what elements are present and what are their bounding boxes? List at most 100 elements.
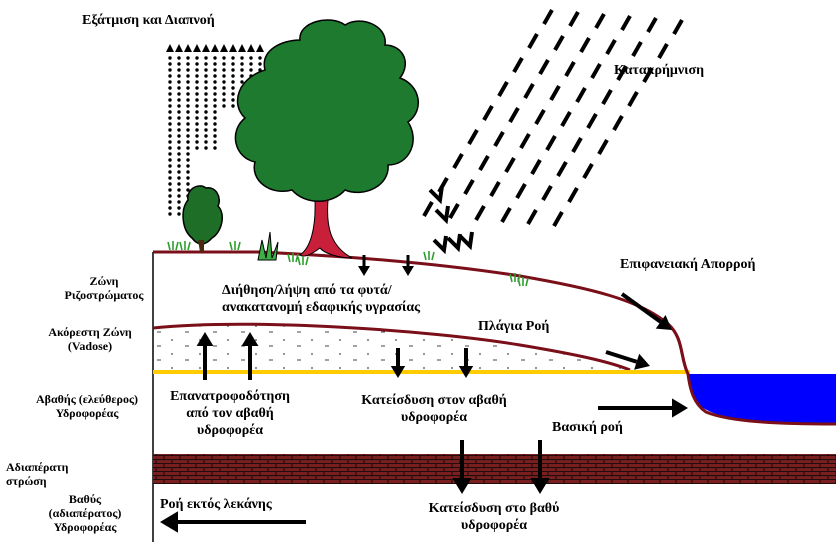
label-percolation-deep: Κατείσδυση στο βαθύ υδροφορέα	[404, 500, 584, 534]
grass-tuft	[167, 241, 179, 251]
vapor-dot	[168, 194, 172, 198]
flow-arrows	[160, 185, 688, 533]
vapor-dot	[213, 104, 217, 108]
vapor-dot	[231, 98, 235, 102]
vapor-dot	[204, 116, 208, 120]
vapor-dot	[195, 110, 199, 114]
label-root-zone-line2: Ριζοστρώματος	[64, 288, 144, 302]
vapor-dot	[186, 170, 190, 174]
vapor-dot	[168, 110, 172, 114]
grass-tuft	[179, 241, 191, 251]
label-percolation-deep-line2: υδροφορέα	[460, 518, 528, 533]
surface-runoff-arrow	[620, 292, 672, 330]
vapor-dot	[195, 128, 199, 132]
label-percolation-shallow-line1: Κατείσδυση στον αβαθή	[361, 393, 507, 408]
vapor-dot	[168, 188, 172, 192]
rain-dash	[560, 111, 572, 127]
vapor-dot	[231, 56, 235, 60]
vapor-dot	[204, 104, 208, 108]
vapor-dot	[195, 86, 199, 90]
base-flow-arrow	[598, 398, 688, 418]
vapor-arrowhead	[184, 44, 192, 52]
vapor-arrowhead	[238, 44, 246, 52]
vapor-dot	[204, 92, 208, 96]
rain-dash	[463, 179, 475, 195]
rain-dash	[567, 187, 579, 203]
rain-dash	[474, 205, 486, 221]
vapor-dot	[168, 206, 172, 210]
vapor-dot	[204, 86, 208, 90]
vapor-dot	[177, 116, 181, 120]
vapor-dot	[186, 74, 190, 78]
vapor-dot	[168, 128, 172, 132]
tree-canopy	[234, 19, 419, 202]
vapor-dot	[186, 62, 190, 66]
rain-dash	[545, 135, 557, 151]
label-lateral-flow: Πλάγια Ροή	[478, 319, 550, 334]
rain-dash	[489, 181, 501, 197]
grass-tuft	[229, 241, 241, 251]
evaporation-arrowheads	[166, 44, 264, 52]
vapor-dot	[168, 68, 172, 72]
vapor-dot	[186, 98, 190, 102]
label-evaporation: Εξάτμιση και Διαπνοή	[82, 13, 215, 28]
vapor-dot	[195, 98, 199, 102]
rain-dash	[605, 39, 617, 55]
vapor-dot	[222, 56, 226, 60]
rain-dash	[482, 105, 494, 121]
label-unsaturated-zone-line1: Ακόρεστη Ζώνη	[48, 325, 132, 339]
vapor-dot	[186, 182, 190, 186]
grass-tuft	[517, 277, 529, 287]
vapor-dot	[177, 56, 181, 60]
label-confining-layer: Αδιαπέρατη στρώση	[6, 460, 68, 488]
grass-tufts	[167, 241, 529, 287]
vapor-dot	[213, 110, 217, 114]
rain-dash	[590, 63, 602, 79]
vapor-dot	[168, 170, 172, 174]
vapor-dot	[249, 62, 253, 66]
rain-dash	[523, 83, 535, 99]
label-shallow-aquifer: Αβαθής (ελεύθερος) Υδροφορέας	[22, 392, 152, 420]
vapor-dot	[186, 110, 190, 114]
vapor-dot	[231, 68, 235, 72]
label-unsaturated-zone-line2: (Vadose)	[67, 339, 113, 353]
label-deep-aquifer: Βαθύς (αδιαπέρατος) Υδροφορέας	[30, 492, 140, 534]
rain-dash	[594, 13, 606, 29]
label-unsaturated-zone: Ακόρεστη Ζώνη (Vadose)	[30, 325, 150, 353]
label-plant-uptake-line1: Διήθηση/λήψη από τα φυτά/	[222, 283, 392, 298]
rain-dash	[571, 137, 583, 153]
rain-dash	[582, 163, 594, 179]
vapor-dot	[177, 146, 181, 150]
grass-clump-icon	[257, 231, 279, 261]
vapor-dot	[186, 92, 190, 96]
label-revap-line3: υδροφορέα	[196, 423, 264, 438]
vapor-dot	[222, 104, 226, 108]
label-shallow-aquifer-line2: Υδροφορέας	[55, 406, 119, 420]
vapor-dot	[204, 134, 208, 138]
rain-dash	[478, 155, 490, 171]
label-revap-line1: Επανατροφοδότηση	[170, 389, 290, 404]
vapor-dot	[204, 146, 208, 150]
vapor-dot	[177, 92, 181, 96]
vapor-dot	[177, 164, 181, 168]
vapor-dot	[231, 92, 235, 96]
rain-dash	[515, 183, 527, 199]
vapor-dot	[195, 134, 199, 138]
vapor-arrowhead	[220, 44, 228, 52]
vapor-dot	[195, 62, 199, 66]
rain-dash	[422, 201, 434, 217]
stream-water	[688, 374, 836, 424]
rain-dash	[493, 131, 505, 147]
label-percolation-shallow: Κατείσδυση στον αβαθή υδροφορέα	[344, 392, 524, 426]
rain-dash	[519, 133, 531, 149]
flow-out-arrow	[160, 511, 306, 533]
vapor-dot	[177, 122, 181, 126]
rain-dash	[538, 59, 550, 75]
vapor-dot	[168, 140, 172, 144]
vapor-arrowhead	[166, 44, 174, 52]
vapor-dot	[213, 80, 217, 84]
vapor-dot	[186, 122, 190, 126]
vapor-dot	[240, 62, 244, 66]
rain-dash	[526, 209, 538, 225]
vapor-dot	[168, 176, 172, 180]
